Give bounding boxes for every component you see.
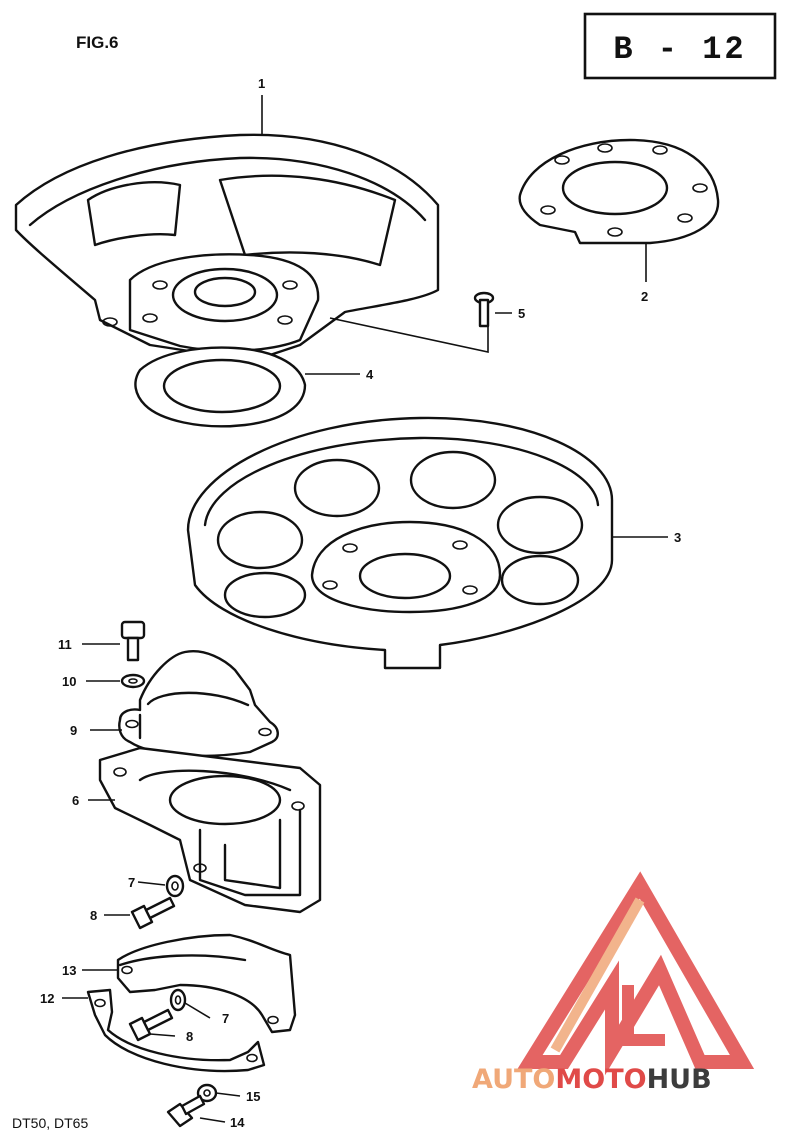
part-8-bolt-upper xyxy=(130,896,176,930)
part-12-clamp-lower xyxy=(86,988,266,1073)
callout-13: 13 xyxy=(62,963,76,978)
brand-part-hub: HUB xyxy=(647,1064,712,1095)
callout-7-upper: 7 xyxy=(128,875,135,890)
watermark-logo xyxy=(517,871,755,1076)
model-label: DT50, DT65 xyxy=(12,1115,88,1131)
part-9-rubber-mount xyxy=(118,650,279,758)
part-5-screw xyxy=(473,291,495,328)
callout-4: 4 xyxy=(366,367,374,382)
callout-15: 15 xyxy=(246,1089,260,1104)
callout-10: 10 xyxy=(62,674,76,689)
callout-6: 6 xyxy=(72,793,79,808)
callout-3: 3 xyxy=(674,530,681,545)
callout-labels: 1 2 3 4 5 6 7 7 8 8 9 10 11 12 13 14 15 xyxy=(40,76,681,1130)
callout-2: 2 xyxy=(641,289,648,304)
callout-11: 11 xyxy=(58,637,72,652)
part-6-mount-bracket xyxy=(98,746,322,914)
part-3-lower-plate xyxy=(186,416,614,670)
part-11-bolt xyxy=(120,620,146,662)
brand-part-moto: MOTO xyxy=(555,1064,646,1095)
brand-part-auto: AUTO xyxy=(472,1064,555,1095)
figure-label: FIG.6 xyxy=(76,33,119,52)
part-7-washer-lower xyxy=(169,988,187,1012)
callout-8-lower: 8 xyxy=(186,1029,193,1044)
callout-9: 9 xyxy=(70,723,77,738)
callout-7-lower: 7 xyxy=(222,1011,229,1026)
part-13-clamp-upper xyxy=(116,933,297,1034)
svg-text:AUTOMOTOHUB: AUTOMOTOHUB xyxy=(472,1064,712,1095)
part-10-washer xyxy=(120,673,146,689)
callout-5: 5 xyxy=(518,306,525,321)
callout-12: 12 xyxy=(40,991,54,1006)
section-code: B - 12 xyxy=(613,31,746,68)
section-code-box: B - 12 xyxy=(583,12,777,80)
part-8-bolt-lower xyxy=(128,1008,174,1042)
part-4-gasket xyxy=(134,346,307,428)
watermark-triangle-mark xyxy=(517,871,755,1076)
part-1-upper-cover xyxy=(14,133,440,375)
part-7-washer-upper xyxy=(165,874,185,898)
leader-lines xyxy=(62,95,668,1123)
callout-14: 14 xyxy=(230,1115,245,1130)
part-2-flange-ring xyxy=(518,138,720,245)
callout-1: 1 xyxy=(258,76,265,91)
watermark-brand-text: AUTOMOTOHUB xyxy=(472,1064,712,1095)
part-14-bolt xyxy=(166,1094,206,1128)
callout-8-upper: 8 xyxy=(90,908,97,923)
